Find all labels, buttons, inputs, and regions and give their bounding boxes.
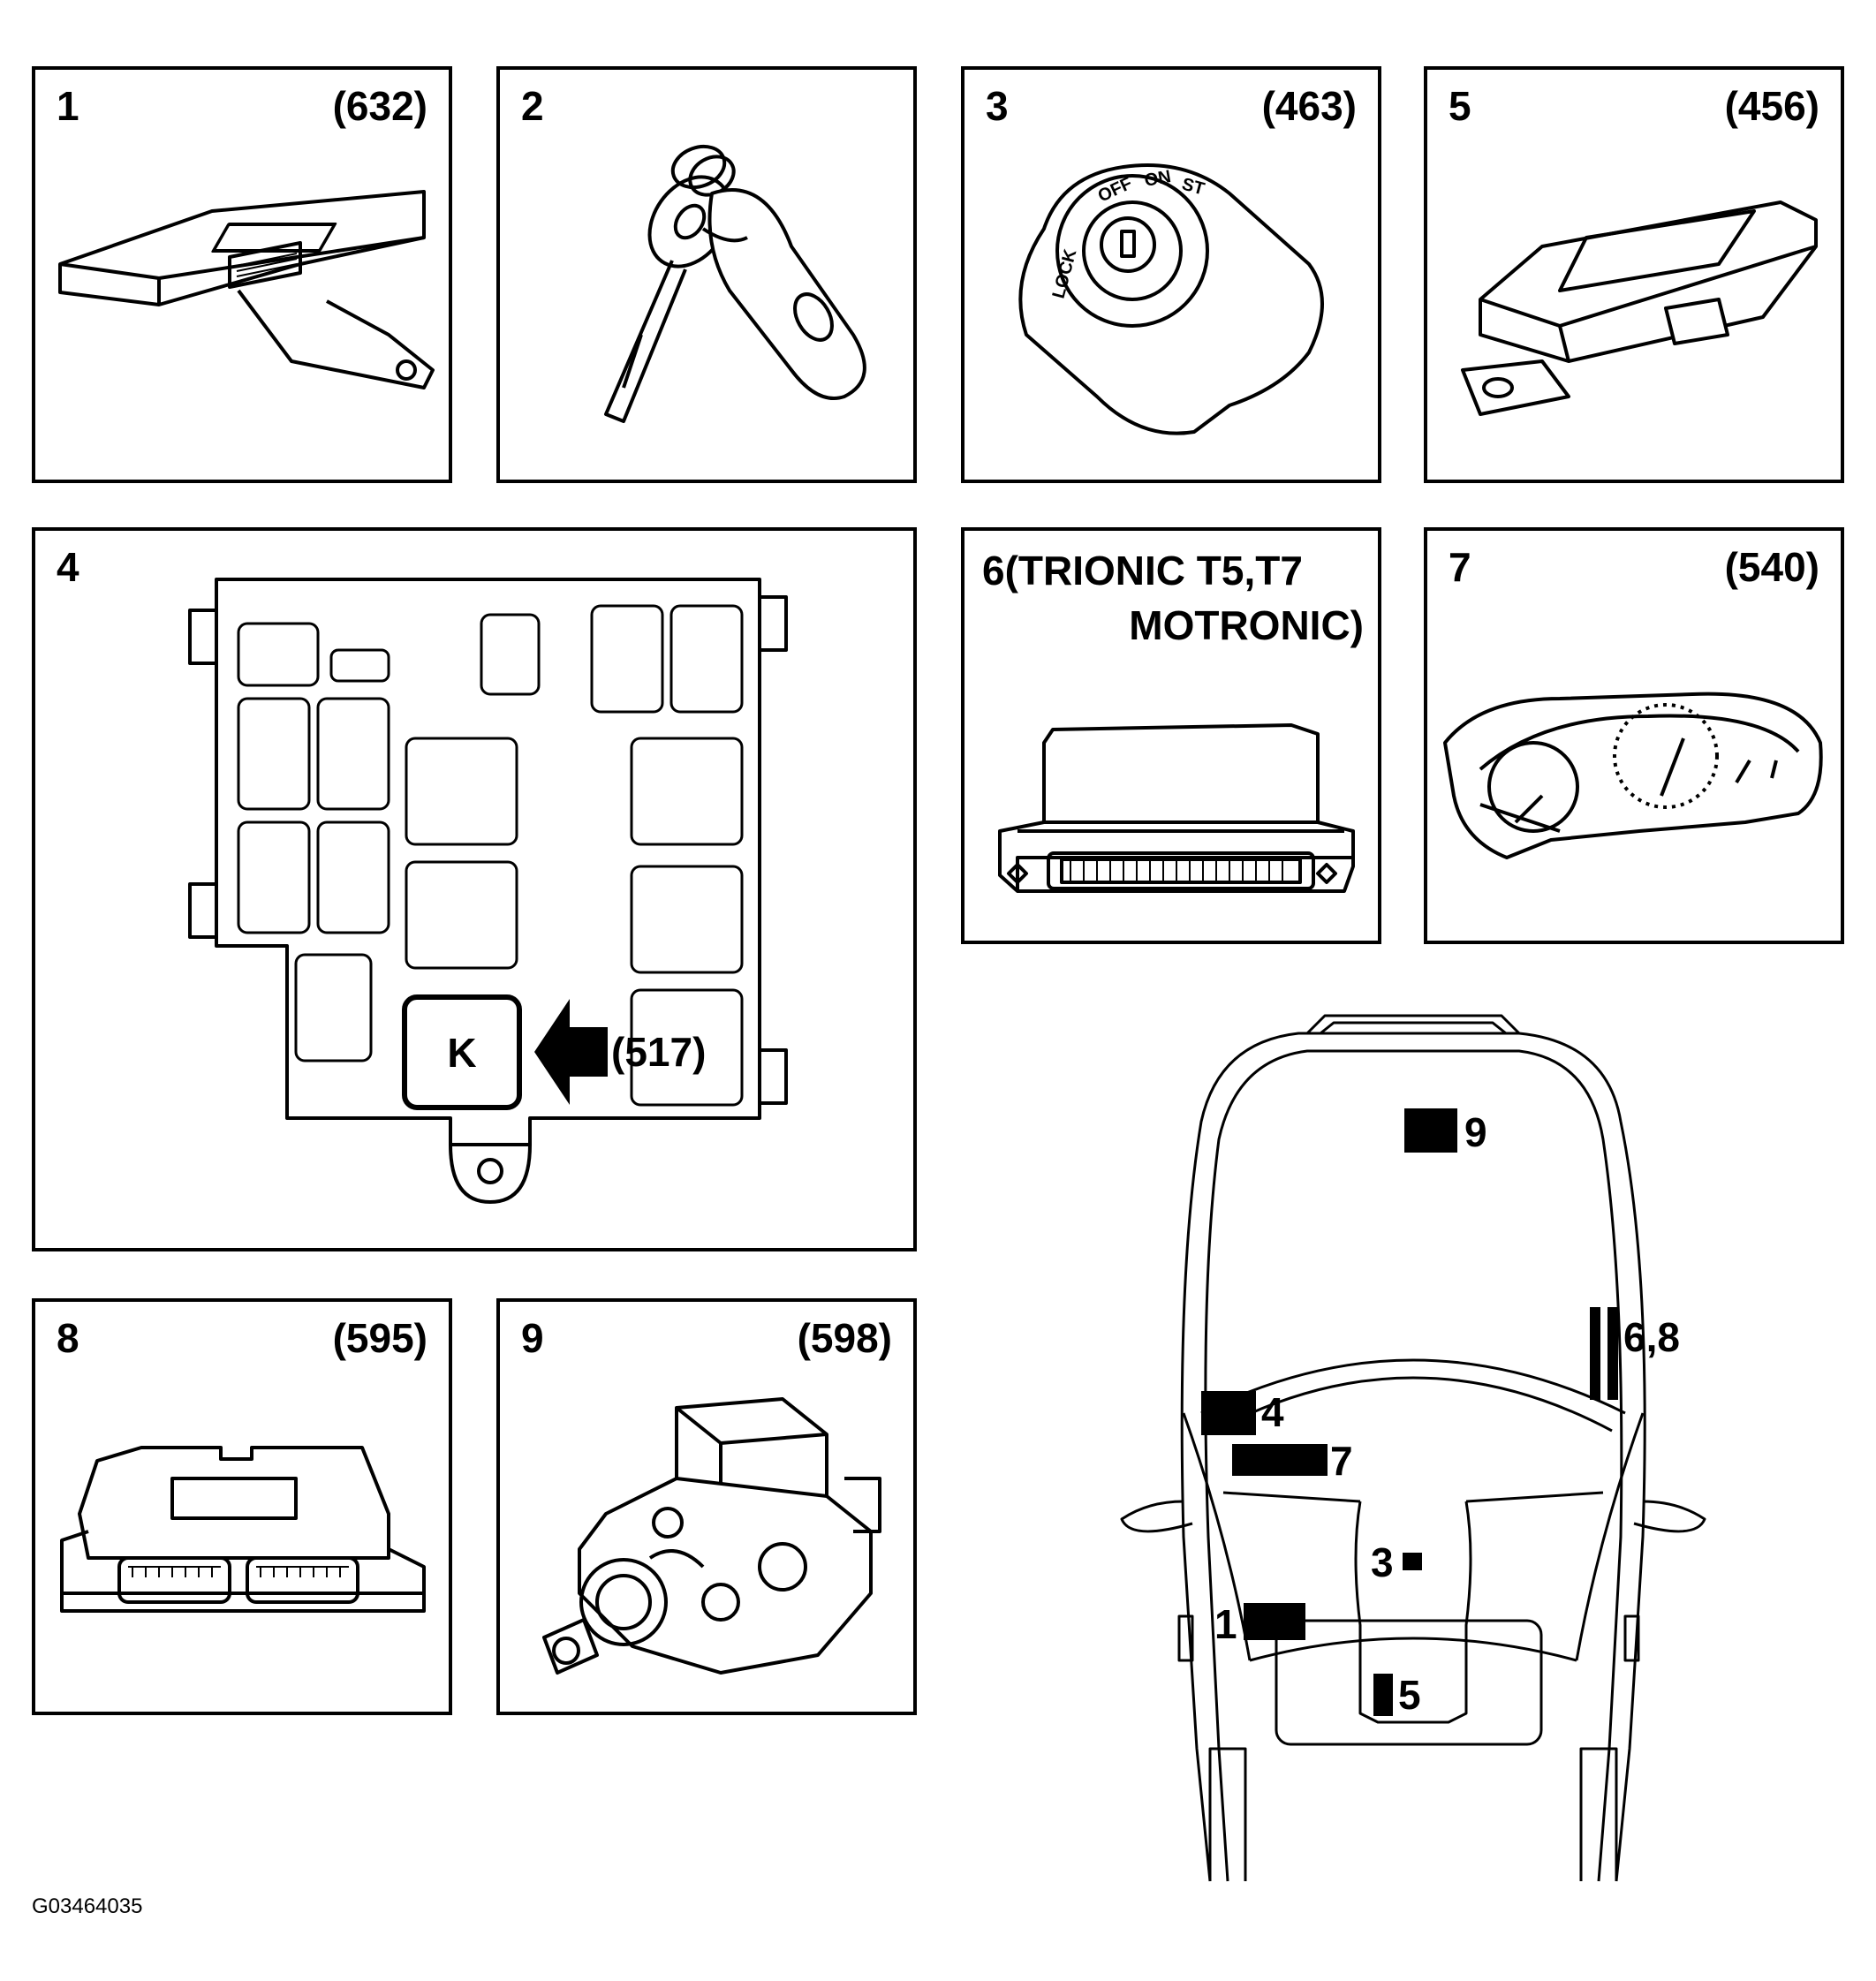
- panel-reference: (456): [1724, 83, 1819, 129]
- switch-label-on: ON: [1143, 167, 1172, 191]
- panel-4: 4: [32, 527, 917, 1251]
- car-top-view: 9 6,8 4 7 3 1 5: [1120, 1014, 1706, 1882]
- location-marker-5: [1373, 1674, 1393, 1716]
- instrument-cluster-illustration: [1443, 692, 1823, 859]
- relay-reference: (517): [611, 1029, 706, 1075]
- panel-title: 6(TRIONIC T5,T7 MOTRONIC): [982, 543, 1369, 653]
- panel-number: 7: [1449, 544, 1471, 590]
- injection-pump-illustration: [542, 1397, 881, 1675]
- fuse-relay-box-illustration: K (517): [188, 578, 788, 1204]
- panel-5: 5 (456): [1424, 66, 1844, 483]
- panel-number: 1: [57, 83, 79, 129]
- location-marker-8: [1607, 1307, 1618, 1400]
- console-outline: [1275, 1619, 1543, 1746]
- location-marker-7: [1232, 1444, 1328, 1476]
- windshield-line: [1200, 1358, 1626, 1415]
- panel-9: 9 (598): [496, 1298, 917, 1715]
- panel-number: 9: [521, 1315, 544, 1361]
- location-label-4: 4: [1261, 1389, 1284, 1435]
- panel-number: 8: [57, 1315, 79, 1361]
- location-label-9: 9: [1464, 1109, 1487, 1155]
- panel-number: 6: [982, 548, 1005, 594]
- panel-reference: (540): [1724, 544, 1819, 590]
- panel-title-line2: MOTRONIC): [1129, 602, 1364, 648]
- panel-3: 3 (463) OFF ON ST LOCK: [961, 66, 1381, 483]
- panel-reference: (598): [797, 1315, 892, 1361]
- location-marker-6: [1590, 1307, 1600, 1400]
- panel-title-line1: (TRIONIC T5,T7: [1004, 548, 1303, 594]
- panel-8: 8 (595): [32, 1298, 452, 1715]
- panel-1: 1 (632): [32, 66, 452, 483]
- location-marker-3: [1403, 1553, 1422, 1570]
- ignition-switch-illustration: OFF ON ST LOCK: [1018, 163, 1324, 435]
- car-body-outline: [1180, 1032, 1646, 1882]
- panel-reference: (595): [332, 1315, 427, 1361]
- location-marker-9: [1404, 1108, 1457, 1153]
- location-label-6-8: 6,8: [1623, 1314, 1680, 1360]
- control-module-illustration: [58, 190, 435, 389]
- panel-number: 2: [521, 83, 544, 129]
- engine-control-module-illustration: [60, 1446, 426, 1613]
- panel-number: 3: [986, 83, 1009, 129]
- panel-2: 2: [496, 66, 917, 483]
- panel-reference: (632): [332, 83, 427, 129]
- figure-code: G03464035: [32, 1894, 143, 1918]
- engine-control-module-illustration: [998, 723, 1355, 893]
- control-module-illustration: [1461, 200, 1818, 416]
- location-marker-1: [1244, 1603, 1305, 1640]
- panel-7: 7 (540): [1424, 527, 1844, 944]
- relay-k-label: K: [447, 1030, 476, 1076]
- panel-number: 5: [1449, 83, 1471, 129]
- location-label-7: 7: [1330, 1438, 1353, 1484]
- location-label-1: 1: [1214, 1601, 1237, 1647]
- panel-number: 4: [57, 544, 79, 590]
- location-label-3: 3: [1371, 1539, 1394, 1585]
- ignition-key-illustration: [604, 144, 866, 423]
- panel-reference: (463): [1261, 83, 1357, 129]
- location-marker-4: [1201, 1391, 1256, 1435]
- location-label-5: 5: [1398, 1672, 1421, 1718]
- panel-6: 6(TRIONIC T5,T7 MOTRONIC): [961, 527, 1381, 944]
